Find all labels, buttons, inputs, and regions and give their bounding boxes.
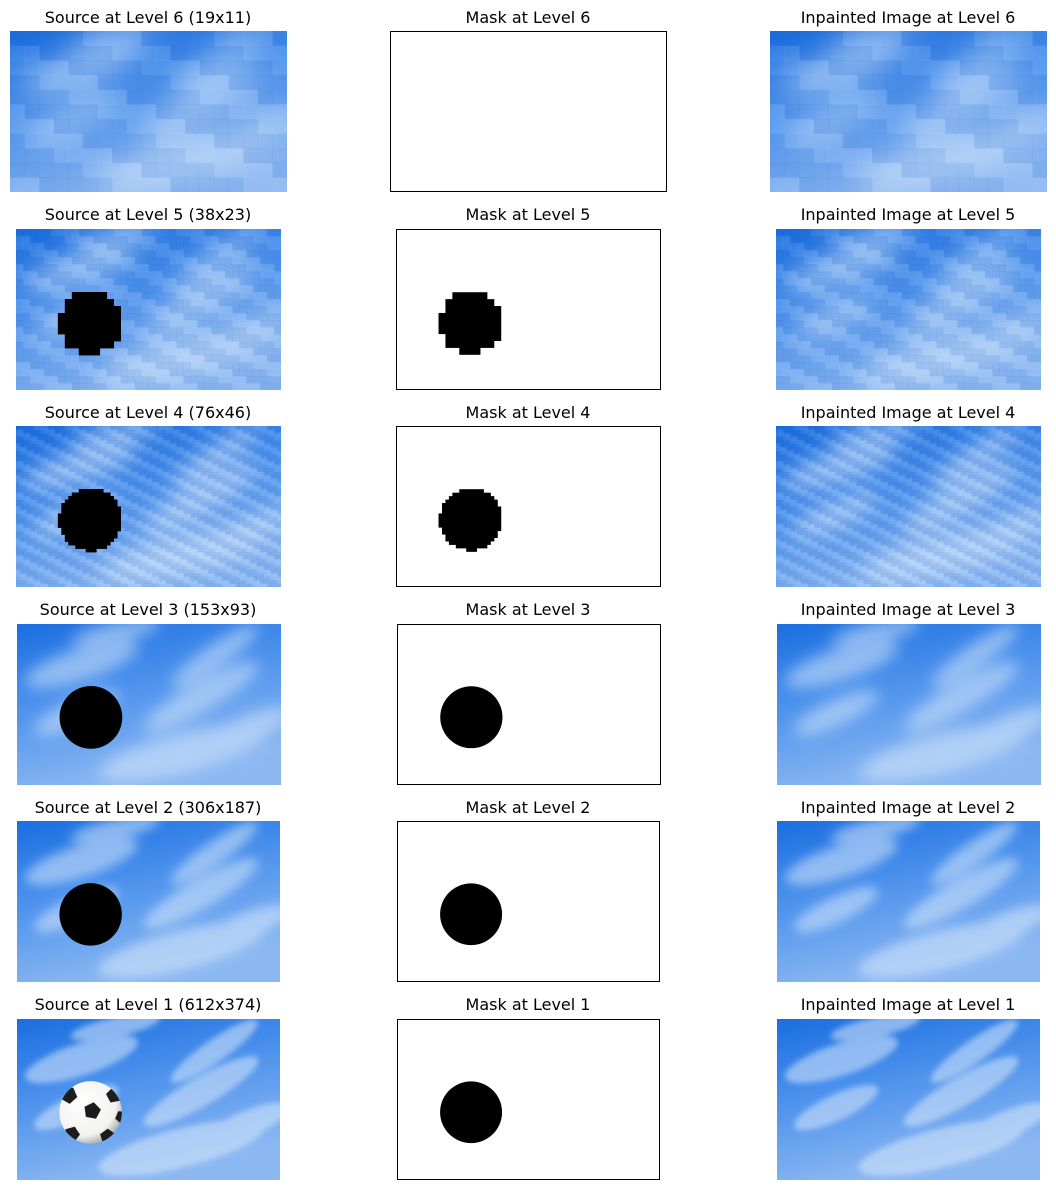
masked-hole bbox=[59, 686, 123, 749]
source-panel-level-5 bbox=[16, 229, 281, 390]
cloud-wisps bbox=[784, 229, 1041, 386]
masked-hole bbox=[59, 883, 122, 946]
inpainted-title-level-4: Inpainted Image at Level 4 bbox=[800, 403, 1016, 422]
mask-title-level-5: Mask at Level 5 bbox=[465, 205, 591, 224]
inpainted-title-level-2: Inpainted Image at Level 2 bbox=[800, 798, 1016, 817]
mask-panel-level-5 bbox=[396, 229, 661, 390]
mask-panel-level-6 bbox=[390, 31, 667, 192]
mask-background bbox=[398, 625, 660, 784]
source-title-level-1: Source at Level 1 (612x374) bbox=[34, 995, 262, 1014]
pixel-tiles bbox=[776, 229, 1041, 390]
source-panel-level-2 bbox=[17, 821, 280, 982]
pixel-tiles bbox=[16, 426, 281, 587]
pixel-tiles bbox=[776, 426, 1041, 587]
mask-background bbox=[398, 822, 659, 981]
mask-background bbox=[397, 230, 660, 389]
mask-title-level-4: Mask at Level 4 bbox=[465, 403, 591, 422]
mask-title-level-6: Mask at Level 6 bbox=[465, 8, 591, 27]
source-panel-level-6 bbox=[10, 31, 287, 192]
cloud-wisps bbox=[18, 31, 287, 189]
inpainted-panel-level-3 bbox=[777, 624, 1041, 785]
cloud-wisps bbox=[784, 624, 1041, 781]
inpainted-panel-level-4 bbox=[776, 426, 1041, 587]
mask-title-level-1: Mask at Level 1 bbox=[465, 995, 591, 1014]
source-panel-level-1 bbox=[17, 1019, 280, 1180]
source-title-level-2: Source at Level 2 (306x187) bbox=[34, 798, 262, 817]
mask-panel-level-3 bbox=[397, 624, 661, 785]
source-title-level-5: Source at Level 5 (38x23) bbox=[44, 205, 252, 224]
mask-hole bbox=[440, 686, 503, 749]
mask-hole bbox=[440, 883, 503, 946]
mask-background bbox=[391, 32, 666, 191]
inpainted-panel-level-6 bbox=[770, 31, 1047, 192]
cloud-wisps bbox=[24, 624, 281, 781]
mask-panel-level-1 bbox=[397, 1019, 660, 1180]
masked-hole bbox=[57, 489, 122, 553]
mask-background bbox=[398, 1020, 659, 1179]
pixel-tiles bbox=[770, 31, 1047, 192]
mask-panel-level-4 bbox=[396, 426, 661, 587]
mask-hole bbox=[438, 489, 502, 552]
mask-title-level-3: Mask at Level 3 bbox=[465, 600, 591, 619]
cloud-wisps bbox=[784, 426, 1041, 583]
mask-background bbox=[397, 427, 660, 586]
inpainted-title-level-3: Inpainted Image at Level 3 bbox=[800, 600, 1016, 619]
cloud-wisps bbox=[778, 31, 1047, 189]
source-title-level-4: Source at Level 4 (76x46) bbox=[44, 403, 252, 422]
inpainted-panel-level-5 bbox=[776, 229, 1041, 390]
source-panel-level-3 bbox=[17, 624, 281, 785]
mask-hole bbox=[438, 292, 502, 355]
source-panel-level-4 bbox=[16, 426, 281, 587]
inpainted-title-level-5: Inpainted Image at Level 5 bbox=[800, 205, 1016, 224]
masked-hole bbox=[57, 292, 122, 356]
inpainted-panel-level-1 bbox=[777, 1019, 1040, 1180]
inpainted-title-level-1: Inpainted Image at Level 1 bbox=[800, 995, 1016, 1014]
cloud-wisps bbox=[784, 821, 1040, 978]
pixel-tiles bbox=[10, 31, 287, 192]
mask-panel-level-2 bbox=[397, 821, 660, 982]
mask-hole bbox=[440, 1081, 503, 1144]
mask-title-level-2: Mask at Level 2 bbox=[465, 798, 591, 817]
source-title-level-3: Source at Level 3 (153x93) bbox=[39, 600, 257, 619]
inpainted-title-level-6: Inpainted Image at Level 6 bbox=[800, 8, 1016, 27]
source-title-level-6: Source at Level 6 (19x11) bbox=[44, 8, 252, 27]
cloud-wisps bbox=[784, 1019, 1040, 1176]
inpainted-panel-level-2 bbox=[777, 821, 1040, 982]
pixel-tiles bbox=[16, 229, 281, 390]
